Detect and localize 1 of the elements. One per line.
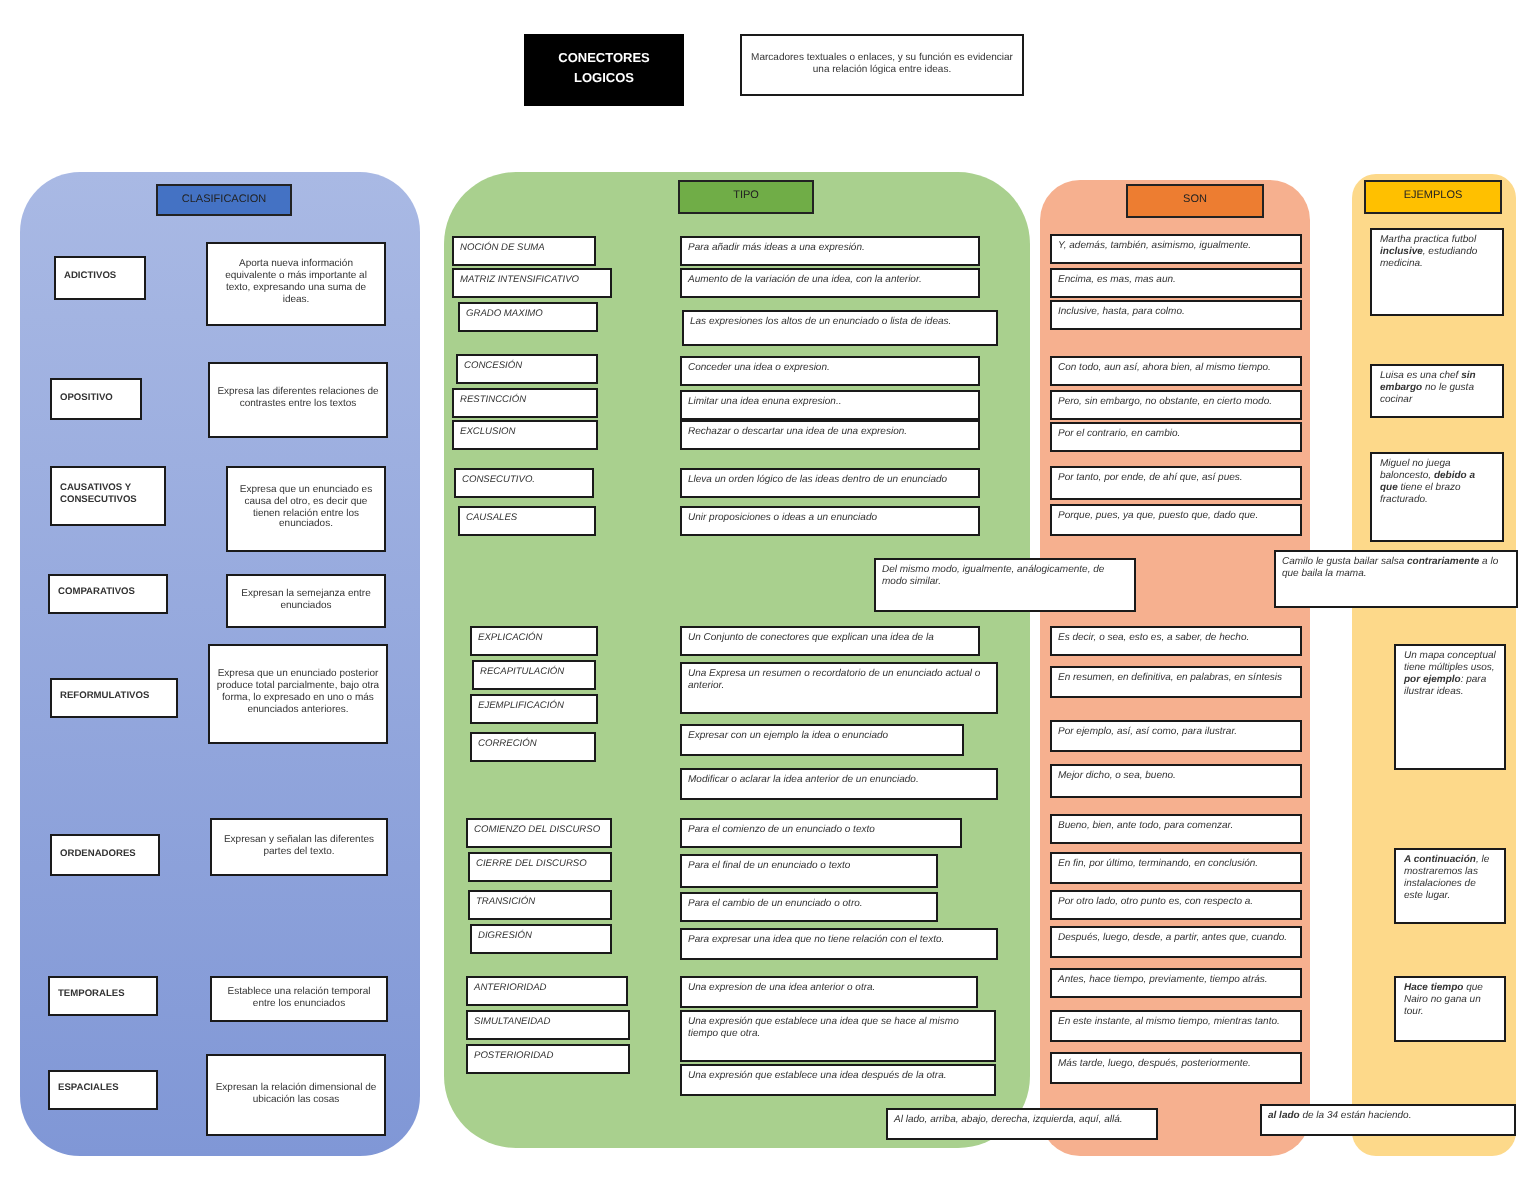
section-panel: [20, 172, 420, 1156]
